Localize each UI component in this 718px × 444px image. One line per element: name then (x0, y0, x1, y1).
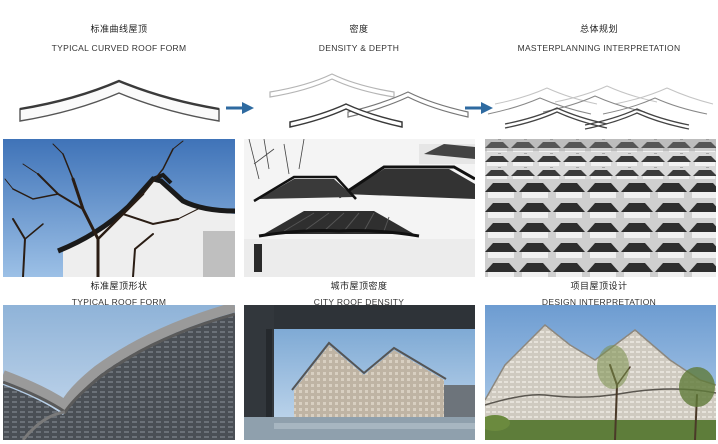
modern-density-photo (244, 305, 475, 440)
photo-label-zh: 城市屋顶密度 (330, 282, 388, 292)
column-title-en: TYPICAL CURVED ROOF FORM (51, 43, 187, 53)
photo-label-2: 城市屋顶密度 CITY ROOF DENSITY (240, 279, 478, 307)
arrow-icon (465, 102, 493, 114)
modern-curved-roof-photo (3, 305, 235, 440)
column-heading-3: 总体规划 MASTERPLANNING INTERPRETATION (480, 22, 718, 53)
column-title-zh: 标准曲线屋顶 (90, 25, 148, 35)
single-roof-diagram (19, 79, 220, 122)
aerial-roofs-photo (485, 139, 716, 277)
column-title-zh: 总体规划 (579, 25, 618, 35)
column-heading-1: 标准曲线屋顶 TYPICAL CURVED ROOF FORM (0, 22, 238, 53)
column-heading-2: 密度 DENSITY & DEPTH (240, 22, 478, 53)
photo-label-zh: 标准屋顶形状 (90, 282, 148, 292)
photo-label-3: 项目屋顶设计 DESIGN INTERPRETATION (480, 279, 718, 307)
photo-label-zh: 项目屋顶设计 (570, 282, 628, 292)
photo-label-en: CITY ROOF DENSITY (313, 297, 405, 307)
column-title-zh: 密度 (349, 25, 369, 35)
column-title-en: MASTERPLANNING INTERPRETATION (517, 43, 681, 53)
masterplan-roof-diagram (487, 85, 714, 130)
photo-label-en: TYPICAL ROOF FORM (71, 297, 167, 307)
arrow-icon (226, 102, 254, 114)
traditional-roof-photo (3, 139, 235, 277)
photo-label-en: DESIGN INTERPRETATION (541, 297, 657, 307)
photo-label-1: 标准屋顶形状 TYPICAL ROOF FORM (0, 279, 238, 307)
design-interpretation-photo (485, 305, 716, 440)
column-title-en: DENSITY & DEPTH (318, 43, 400, 53)
city-roof-photo (244, 139, 475, 277)
density-roof-diagram (269, 73, 469, 128)
